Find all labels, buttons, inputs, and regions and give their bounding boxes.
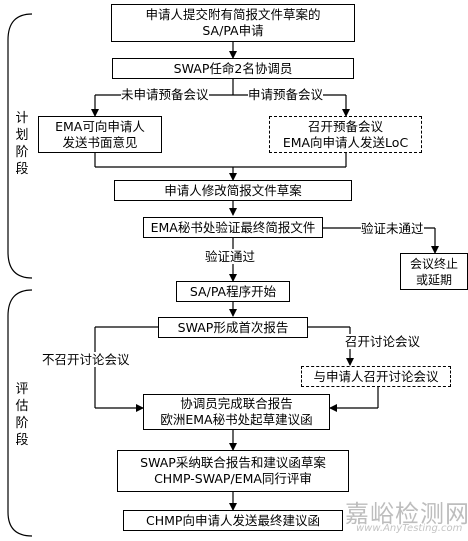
premeeting-line1: 召开预备会议 [307,118,383,134]
procedure-start-text: SA/PA程序开始 [189,283,277,299]
first-report-text: SWAP形成首次报告 [177,319,289,335]
premeeting-label: 申请预备会议 [248,87,324,102]
submit-application-box: 申请人提交附有简报文件草案的 SA/PA申请 [111,4,355,42]
verify-briefing-box: EMA秘书处验证最终简报文件 [143,217,323,238]
final-advice-text: CHMP向申请人发送最终建议函 [146,512,320,528]
adopt-report-line1: SWAP采纳联合报告和建议函草案 [140,455,326,470]
first-report-box: SWAP形成首次报告 [158,317,308,338]
written-comments-box: EMA可向申请人 发送书面意见 [38,116,162,153]
submit-application-line1: 申请人提交附有简报文件草案的 [145,7,321,22]
watermark-cn: 嘉峪检测网 [345,500,468,528]
procedure-start-box: SA/PA程序开始 [176,281,290,302]
joint-report-line1: 协调员完成联合报告 [180,396,293,411]
joint-report-line2: 欧洲EMA秘书处起草建议函 [160,412,313,427]
verify-briefing-text: EMA秘书处验证最终简报文件 [150,219,316,235]
final-advice-box: CHMP向申请人发送最终建议函 [123,510,343,531]
written-comments-line2: 发送书面意见 [62,134,138,150]
plan-phase-label: 计 划 阶 段 [15,111,29,177]
meeting-terminated-line1: 会议终止 [409,256,458,271]
discussion-meeting-text: 与申请人召开讨论会议 [313,368,439,384]
premeeting-line2: EMA向申请人发送LoC [282,134,409,150]
watermark-en: www.AnyTesting.com [356,523,463,534]
verify-pass-label: 验证通过 [205,249,256,264]
meeting-terminated-line2: 或延期 [415,272,452,287]
no-discussion-label: 不召开讨论会议 [42,352,130,367]
discussion-meeting-box: 与申请人召开讨论会议 [301,366,451,387]
meeting-terminated-box: 会议终止 或延期 [400,253,468,290]
verify-fail-label: 验证未通过 [361,221,424,236]
discussion-label: 召开讨论会议 [345,334,421,349]
joint-report-box: 协调员完成联合报告 欧洲EMA秘书处起草建议函 [143,394,330,430]
premeeting-box: 召开预备会议 EMA向申请人发送LoC [269,116,422,153]
revise-briefing-box: 申请人修改简报文件草案 [114,180,352,201]
submit-application-line2: SA/PA申请 [202,23,264,38]
written-comments-line1: EMA可向申请人 [55,118,145,134]
no-premeeting-label: 未申请预备会议 [121,87,209,102]
eval-phase-label: 评 估 阶 段 [15,382,29,448]
adopt-report-line2: CHMP-SWAP/EMA同行评审 [154,471,312,486]
appoint-coordinators-text: SWAP任命2名协调员 [173,60,293,76]
appoint-coordinators-box: SWAP任命2名协调员 [112,58,354,79]
adopt-report-box: SWAP采纳联合报告和建议函草案 CHMP-SWAP/EMA同行评审 [117,450,349,492]
revise-briefing-text: 申请人修改简报文件草案 [164,182,302,198]
